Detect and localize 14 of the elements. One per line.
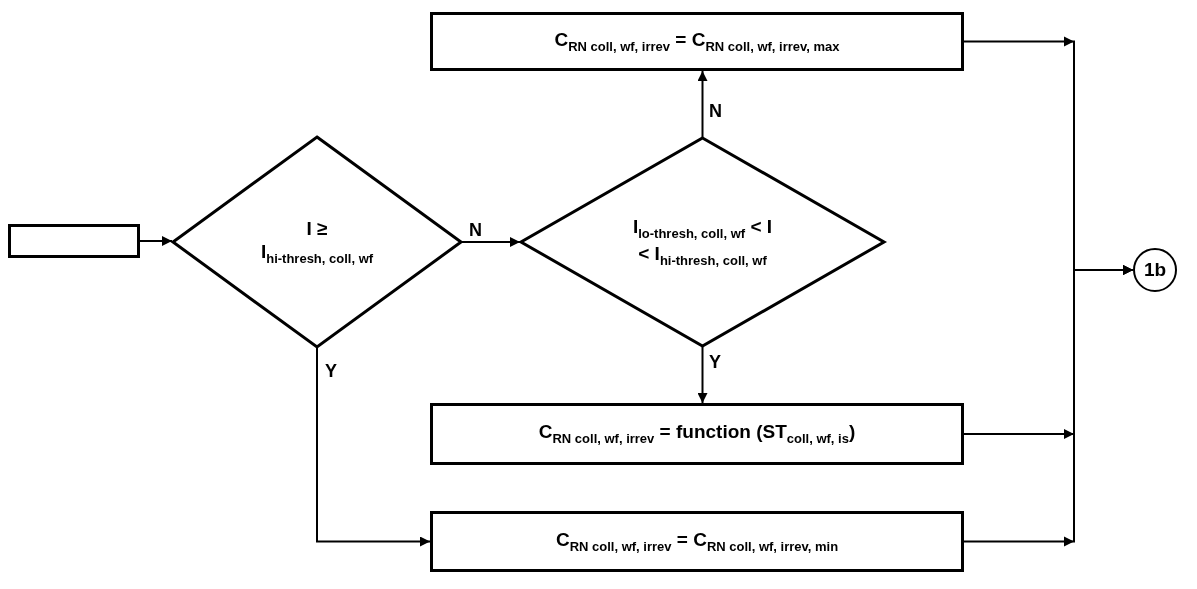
connector-label: 1b — [1143, 258, 1167, 282]
process-box — [430, 511, 964, 572]
process-box — [8, 224, 140, 258]
node-text: C$_{RN coll, wf, irrev}$ = C$_{RN coll, wf, irrev, min}$ — [555, 527, 839, 555]
decision-diamond — [172, 136, 462, 348]
node-text: I$_{hi-thresh, coll, wf}$ — [260, 240, 374, 268]
decision-diamond — [520, 137, 885, 347]
node-text: C$_{RN coll, wf, irrev}$ = function (ST$_{coll, wf, is}$) — [538, 420, 856, 448]
node-text: C$_{RN coll, wf, irrev}$ = C$_{RN coll, wf, irrev, max}$ — [554, 27, 840, 55]
process-box — [430, 403, 964, 465]
node-text: I ≥ — [306, 216, 328, 241]
connector-circle — [1133, 248, 1177, 292]
process-box — [430, 12, 964, 71]
node-text: I$_{lo-thresh, coll, wf}$ < I < I$_{hi-thresh, coll, wf}$ — [632, 214, 773, 270]
